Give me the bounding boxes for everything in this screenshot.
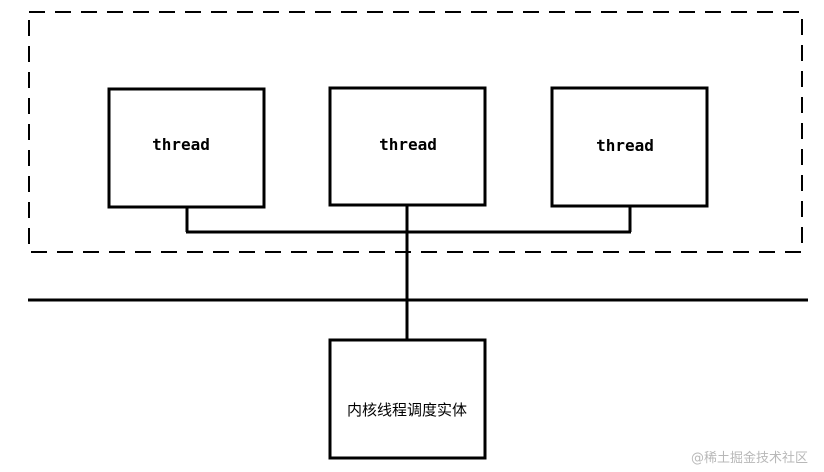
thread-box-1: [107, 87, 266, 209]
watermark: @稀土掘金技术社区: [691, 450, 808, 466]
thread-label-3: thread: [596, 136, 654, 155]
thread-label-2: thread: [379, 135, 437, 154]
thread-label-1: thread: [152, 135, 210, 154]
process-boundary: [28, 11, 803, 253]
thread-box-2: [328, 86, 487, 207]
kernel-entity-label: 内核线程调度实体: [347, 401, 467, 419]
kernel-entity-box: [328, 338, 487, 460]
